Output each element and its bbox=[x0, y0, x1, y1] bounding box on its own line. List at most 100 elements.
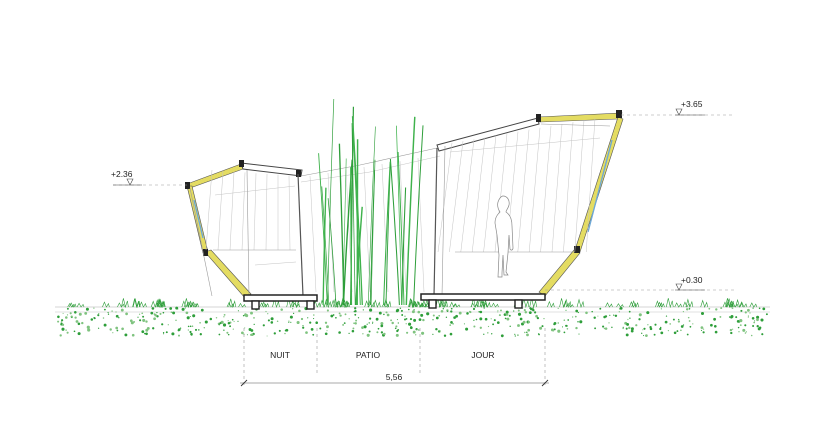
vegetation-dot bbox=[660, 308, 662, 310]
vegetation-dot bbox=[609, 314, 611, 316]
vegetation-dot bbox=[730, 331, 733, 335]
vegetation-dot bbox=[142, 318, 146, 322]
vegetation-dot bbox=[740, 309, 743, 312]
vegetation-dot bbox=[237, 310, 239, 312]
vegetation-dot bbox=[536, 316, 540, 320]
right-floor-platform bbox=[420, 293, 546, 301]
vegetation-dot bbox=[654, 323, 657, 326]
reed-stem bbox=[327, 98, 335, 306]
patio-roof-line-back bbox=[300, 155, 441, 183]
vegetation-dot bbox=[730, 315, 733, 319]
vegetation-dot bbox=[397, 329, 400, 331]
vegetation-dot bbox=[326, 325, 329, 329]
grass-tuft bbox=[383, 298, 392, 308]
vegetation-dot bbox=[756, 315, 760, 319]
vegetation-dot bbox=[112, 332, 114, 334]
vegetation-dot bbox=[527, 328, 531, 332]
vegetation-dot bbox=[538, 333, 540, 336]
vegetation-dot bbox=[458, 311, 462, 315]
vegetation-dot bbox=[223, 316, 225, 318]
vegetation-dot bbox=[61, 327, 65, 331]
vegetation-dot bbox=[178, 334, 180, 337]
vegetation-dot bbox=[292, 308, 294, 310]
vegetation-dot bbox=[567, 319, 570, 321]
vegetation-dot bbox=[417, 310, 421, 314]
vegetation-dot bbox=[594, 327, 597, 330]
vegetation-dot bbox=[344, 313, 347, 316]
grass-tuft bbox=[76, 302, 85, 308]
grass-tuft bbox=[479, 299, 488, 308]
vegetation-dot bbox=[446, 310, 449, 312]
reed-stem bbox=[383, 161, 391, 306]
vegetation-dot bbox=[312, 333, 315, 336]
vegetation-dot bbox=[137, 316, 139, 318]
vegetation-dot bbox=[409, 318, 413, 321]
reed-stem bbox=[413, 125, 424, 306]
vegetation-dot bbox=[719, 315, 722, 318]
vegetation-dot bbox=[702, 328, 705, 330]
vegetation-dot bbox=[377, 327, 380, 330]
house-section bbox=[185, 110, 624, 310]
vegetation-dot bbox=[233, 320, 235, 323]
vegetation-dot bbox=[189, 325, 192, 328]
vegetation-dot bbox=[192, 314, 196, 318]
rib-line bbox=[288, 175, 291, 251]
rib-line bbox=[217, 170, 224, 251]
reed-stem bbox=[350, 167, 353, 306]
vegetation-dot bbox=[363, 325, 367, 329]
vegetation-dot bbox=[629, 317, 631, 319]
vegetation-dot bbox=[368, 330, 371, 333]
vegetation-dot bbox=[353, 310, 356, 313]
vegetation-dot bbox=[449, 332, 453, 336]
vegetation-dot bbox=[659, 327, 662, 331]
vegetation-dot bbox=[130, 321, 134, 325]
vegetation-dot bbox=[302, 325, 304, 327]
vegetation-dot bbox=[731, 328, 734, 330]
vegetation-dot bbox=[532, 307, 534, 309]
vegetation-dot bbox=[200, 308, 204, 312]
vegetation-dot bbox=[455, 314, 458, 318]
right-floor-support bbox=[428, 299, 437, 309]
vegetation-dot bbox=[490, 318, 492, 320]
vegetation-dot bbox=[218, 324, 220, 326]
vegetation-dot bbox=[566, 328, 569, 330]
grass-tuft bbox=[420, 302, 428, 308]
vegetation-dot bbox=[553, 322, 557, 325]
vegetation-dot bbox=[116, 329, 119, 332]
vegetation-dot bbox=[307, 317, 309, 319]
rib-line bbox=[214, 185, 296, 196]
vegetation-dot bbox=[222, 323, 227, 327]
vegetation-dot bbox=[526, 333, 529, 337]
vegetation-dot bbox=[412, 330, 416, 334]
vegetation-dot bbox=[660, 331, 664, 335]
vegetation-dot bbox=[253, 317, 255, 319]
vegetation-dot bbox=[284, 332, 286, 335]
overall-dimension-label: 5,56 bbox=[386, 372, 403, 382]
reed-stem bbox=[321, 186, 330, 306]
right-glazing bbox=[587, 139, 613, 233]
right-post bbox=[433, 147, 438, 297]
vegetation-dot bbox=[765, 313, 768, 316]
vegetation-dot bbox=[262, 324, 265, 327]
vegetation-dot bbox=[395, 325, 398, 328]
rib-line bbox=[241, 172, 246, 251]
grass-tuft bbox=[629, 301, 637, 308]
grass-tuft bbox=[700, 299, 708, 308]
vegetation-dot bbox=[533, 311, 537, 314]
level-label-365: +3.65 bbox=[681, 99, 703, 109]
vegetation-dot bbox=[739, 319, 743, 323]
grass-tuft bbox=[132, 298, 140, 309]
vegetation-dot bbox=[78, 312, 82, 316]
vegetation-dot bbox=[61, 319, 64, 322]
joint-cap bbox=[296, 170, 301, 177]
vegetation-dot bbox=[750, 334, 753, 337]
vegetation-dot bbox=[145, 320, 148, 323]
vegetation-dot bbox=[625, 333, 629, 337]
vegetation-dot bbox=[181, 307, 185, 311]
grass-tuft bbox=[373, 299, 381, 308]
vegetation-dot bbox=[391, 321, 394, 325]
vegetation-dot bbox=[438, 330, 440, 333]
vegetation-dot bbox=[372, 321, 374, 323]
vegetation-dot bbox=[514, 335, 516, 337]
vegetation-dot bbox=[415, 334, 417, 336]
